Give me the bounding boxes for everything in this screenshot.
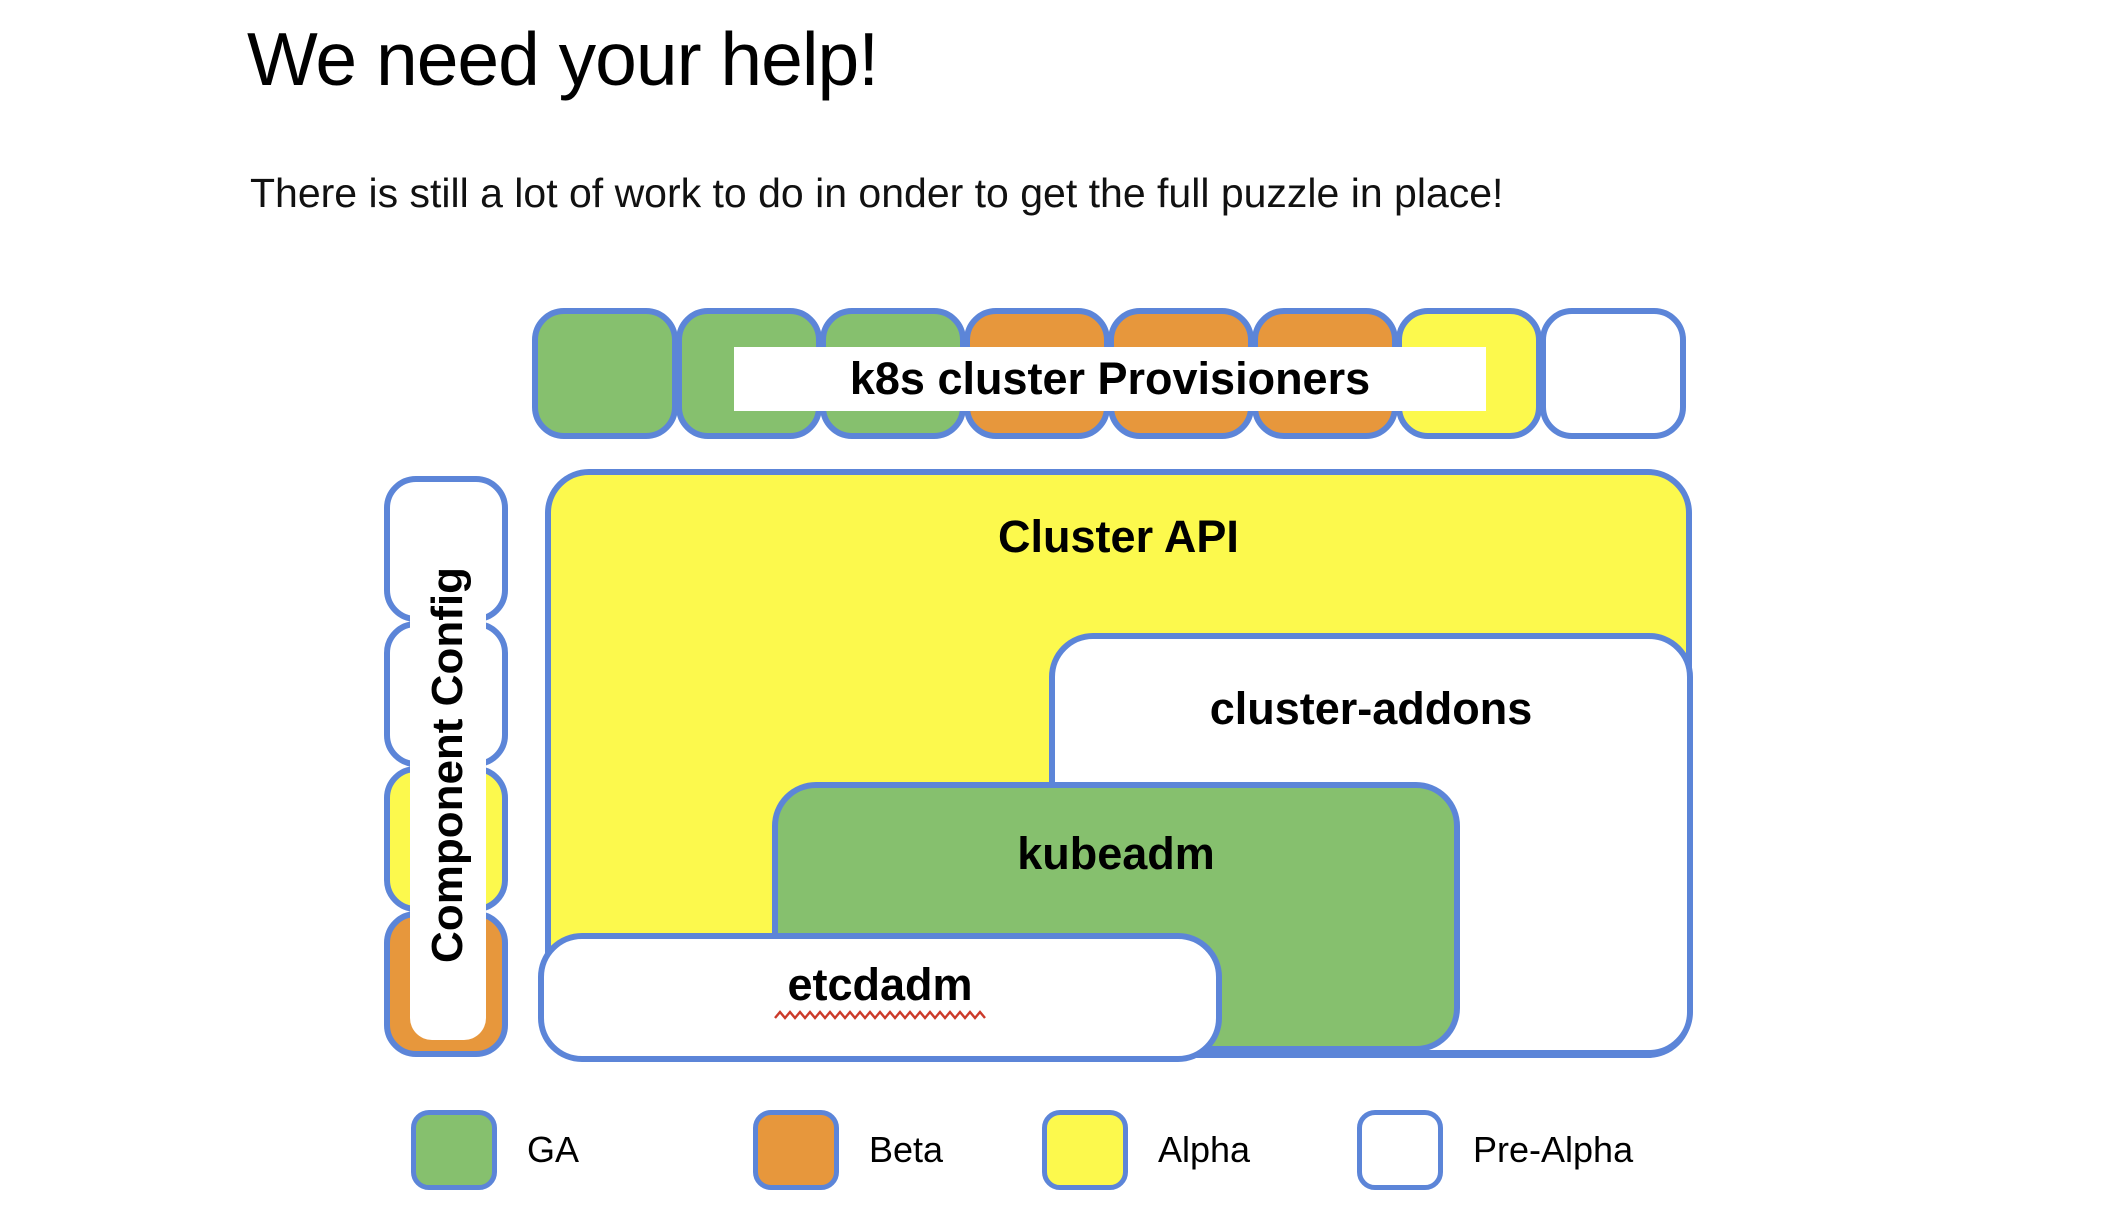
legend-swatch-pre-alpha [1357,1110,1443,1190]
box-label-cluster-api: Cluster API [998,511,1239,562]
box-etcdadm: etcdadm [538,933,1222,1062]
legend-label-pre-alpha: Pre-Alpha [1473,1129,1634,1170]
legend-item-pre-alpha: Pre-Alpha [1357,1110,1633,1190]
box-label-etcdadm: etcdadm [787,959,973,1010]
box-label-kubeadm: kubeadm [1017,828,1215,879]
legend-swatch-ga [411,1110,497,1190]
legend-label-ga: GA [527,1129,580,1170]
puzzle-piece-ga [532,308,678,439]
legend-label-beta: Beta [869,1129,944,1170]
box-label-cluster-addons: cluster-addons [1209,683,1533,734]
provisioners-label: k8s cluster Provisioners [734,347,1486,411]
legend-item-beta: Beta [753,1110,943,1190]
legend-swatch-alpha [1042,1110,1128,1190]
spellcheck-squiggle-icon [774,1010,986,1020]
component-config-label-text: Component Config [423,567,473,963]
component-config-label: Component Config [410,490,486,1040]
legend-item-ga: GA [411,1110,579,1190]
slide-subtitle: There is still a lot of work to do in on… [250,170,1504,216]
legend-item-alpha: Alpha [1042,1110,1250,1190]
legend-swatch-beta [753,1110,839,1190]
legend-label-alpha: Alpha [1158,1129,1251,1170]
slide-title: We need your help! [247,17,879,101]
puzzle-piece-pre-alpha [1540,308,1686,439]
